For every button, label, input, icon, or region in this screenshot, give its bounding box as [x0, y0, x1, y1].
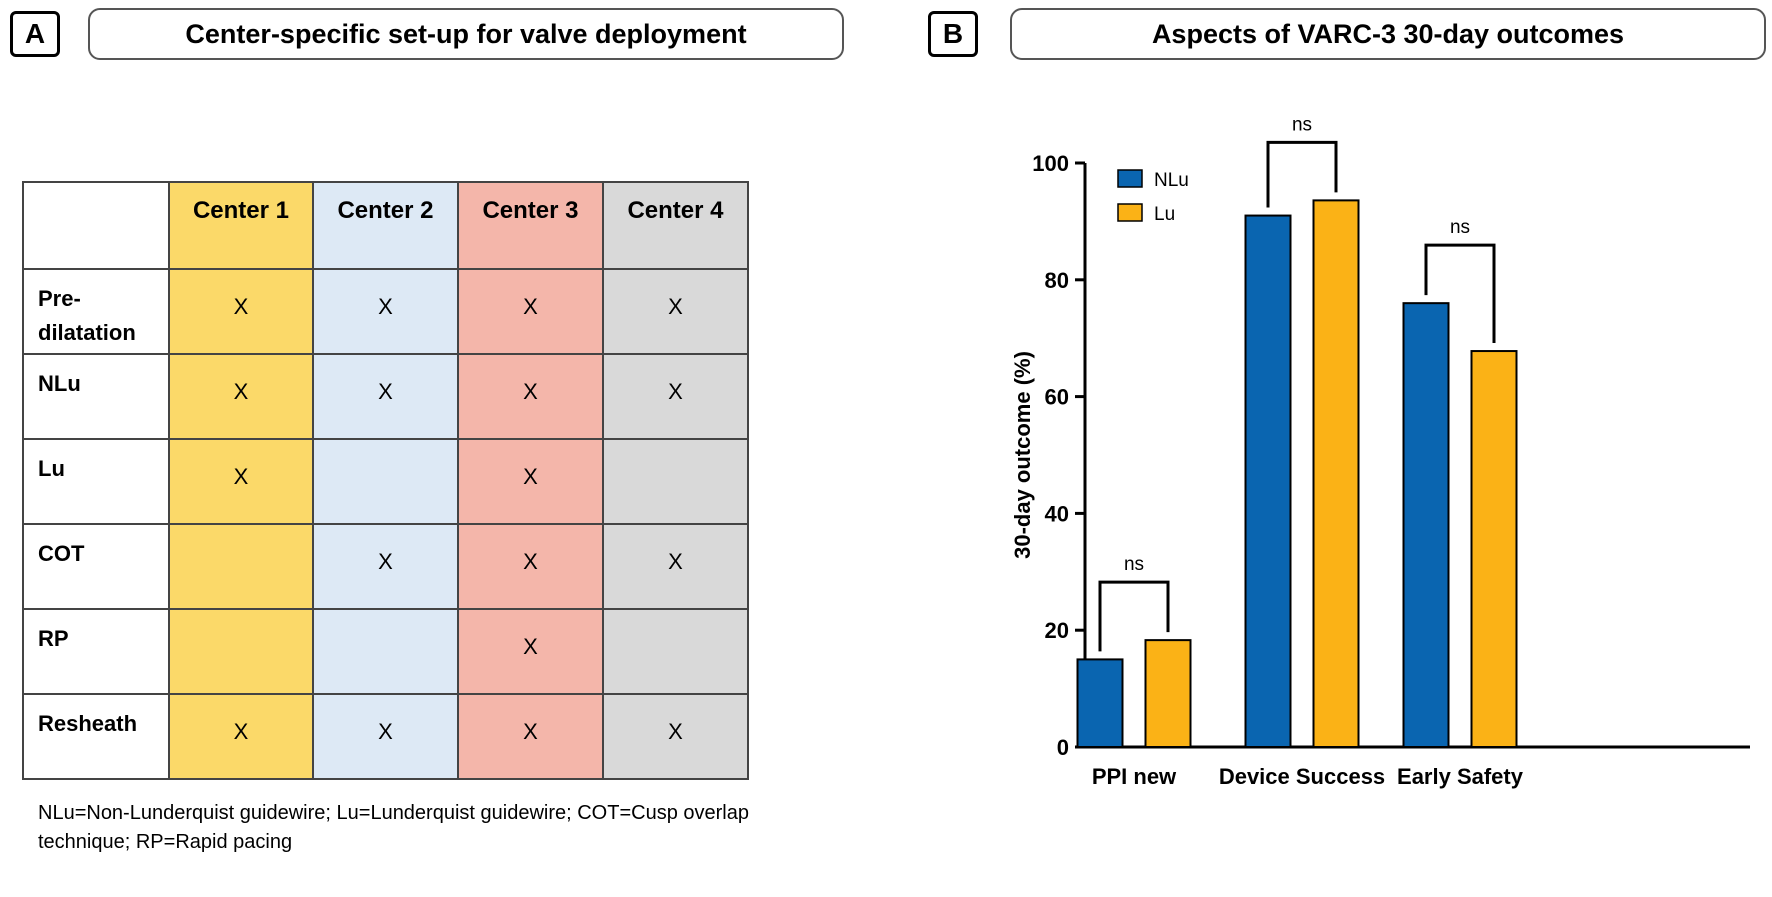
row-label-resheath: Resheath: [22, 693, 170, 780]
table-cell: X: [602, 353, 749, 440]
table-footnote: NLu=Non-Lunderquist guidewire; Lu=Lunder…: [38, 802, 749, 853]
panel-b-title: Aspects of VARC-3 30-day outcomes: [1010, 8, 1766, 60]
table-cell: X: [457, 608, 604, 695]
table-cell: X: [168, 438, 314, 525]
significance-bracket: [1424, 243, 1496, 344]
table-row: COT X X X: [22, 523, 749, 610]
bar-lu-device-success: [1312, 199, 1360, 749]
panel-a-title: Center-specific set-up for valve deploym…: [88, 8, 844, 60]
table-cell: X: [168, 353, 314, 440]
legend-swatch-lu: [1117, 203, 1143, 222]
row-label-lu: Lu: [22, 438, 170, 525]
table-cell: X: [457, 693, 604, 780]
bar-lu-ppi-new: [1144, 639, 1192, 748]
significance-bracket: [1098, 580, 1170, 652]
y-tick-label: 20: [1045, 618, 1069, 643]
table-cell: X: [457, 523, 604, 610]
bar-nlu-device-success: [1244, 214, 1292, 748]
significance-label: ns: [1450, 217, 1470, 238]
table-cell: X: [602, 268, 749, 355]
table-cell: X: [312, 268, 459, 355]
table-row: Resheath X X X X: [22, 693, 749, 780]
table-cell: X: [168, 268, 314, 355]
table-cell: [168, 608, 314, 695]
legend-label-lu: Lu: [1154, 204, 1175, 225]
significance-label: ns: [1124, 554, 1144, 575]
table-cell: [312, 608, 459, 695]
table-header-row: Center 1 Center 2 Center 3 Center 4: [22, 181, 749, 270]
column-header-center-3: Center 3: [457, 181, 604, 270]
table-row: RP X: [22, 608, 749, 695]
table-cell: X: [312, 353, 459, 440]
table-row: Pre- dilatation X X X X: [22, 268, 749, 355]
table-row: Lu X X: [22, 438, 749, 525]
table-cell: X: [602, 523, 749, 610]
x-tick-label: Device Success: [1219, 764, 1385, 789]
table-cell: [168, 523, 314, 610]
panel-b-label: B: [928, 11, 978, 57]
significance-label: ns: [1292, 120, 1312, 135]
y-tick-label: 60: [1045, 385, 1069, 410]
table-cell: X: [312, 523, 459, 610]
x-tick-label: Early Safety: [1397, 764, 1524, 789]
bar-lu-early-safety: [1470, 350, 1518, 748]
row-label-text: Pre- dilatation: [38, 286, 136, 346]
bar-nlu-ppi-new: [1076, 658, 1124, 749]
legend-label-nlu: NLu: [1154, 170, 1189, 191]
column-header-center-1: Center 1: [168, 181, 314, 270]
table-cell: X: [457, 353, 604, 440]
table-cell: X: [457, 268, 604, 355]
table-cell: [602, 608, 749, 695]
column-header-center-4: Center 4: [602, 181, 749, 270]
panel-a-label: A: [10, 11, 60, 57]
table-cell: X: [457, 438, 604, 525]
column-header-center-2: Center 2: [312, 181, 459, 270]
row-label-cot: COT: [22, 523, 170, 610]
table-cell: X: [312, 693, 459, 780]
bar-nlu-early-safety: [1402, 302, 1450, 748]
legend-swatch-nlu: [1117, 169, 1143, 188]
x-tick-label: PPI new: [1092, 764, 1177, 789]
table-row: NLu X X X X: [22, 353, 749, 440]
y-tick-label: 40: [1045, 501, 1069, 526]
table-cell: X: [168, 693, 314, 780]
table-cell: X: [602, 693, 749, 780]
y-tick-label: 80: [1045, 268, 1069, 293]
table-corner-cell: [22, 181, 170, 270]
table-cell: [602, 438, 749, 525]
row-label-nlu: NLu: [22, 353, 170, 440]
y-axis-label: 30-day outcome (%): [1010, 351, 1035, 559]
y-tick-label: 100: [1032, 151, 1069, 176]
center-setup-table: Center 1 Center 2 Center 3 Center 4 Pre-…: [22, 181, 749, 780]
row-label-rp: RP: [22, 608, 170, 695]
y-tick-label: 0: [1057, 735, 1069, 760]
table-cell: [312, 438, 459, 525]
row-label-predilatation: Pre- dilatation: [22, 268, 170, 355]
significance-bracket: [1266, 140, 1338, 208]
